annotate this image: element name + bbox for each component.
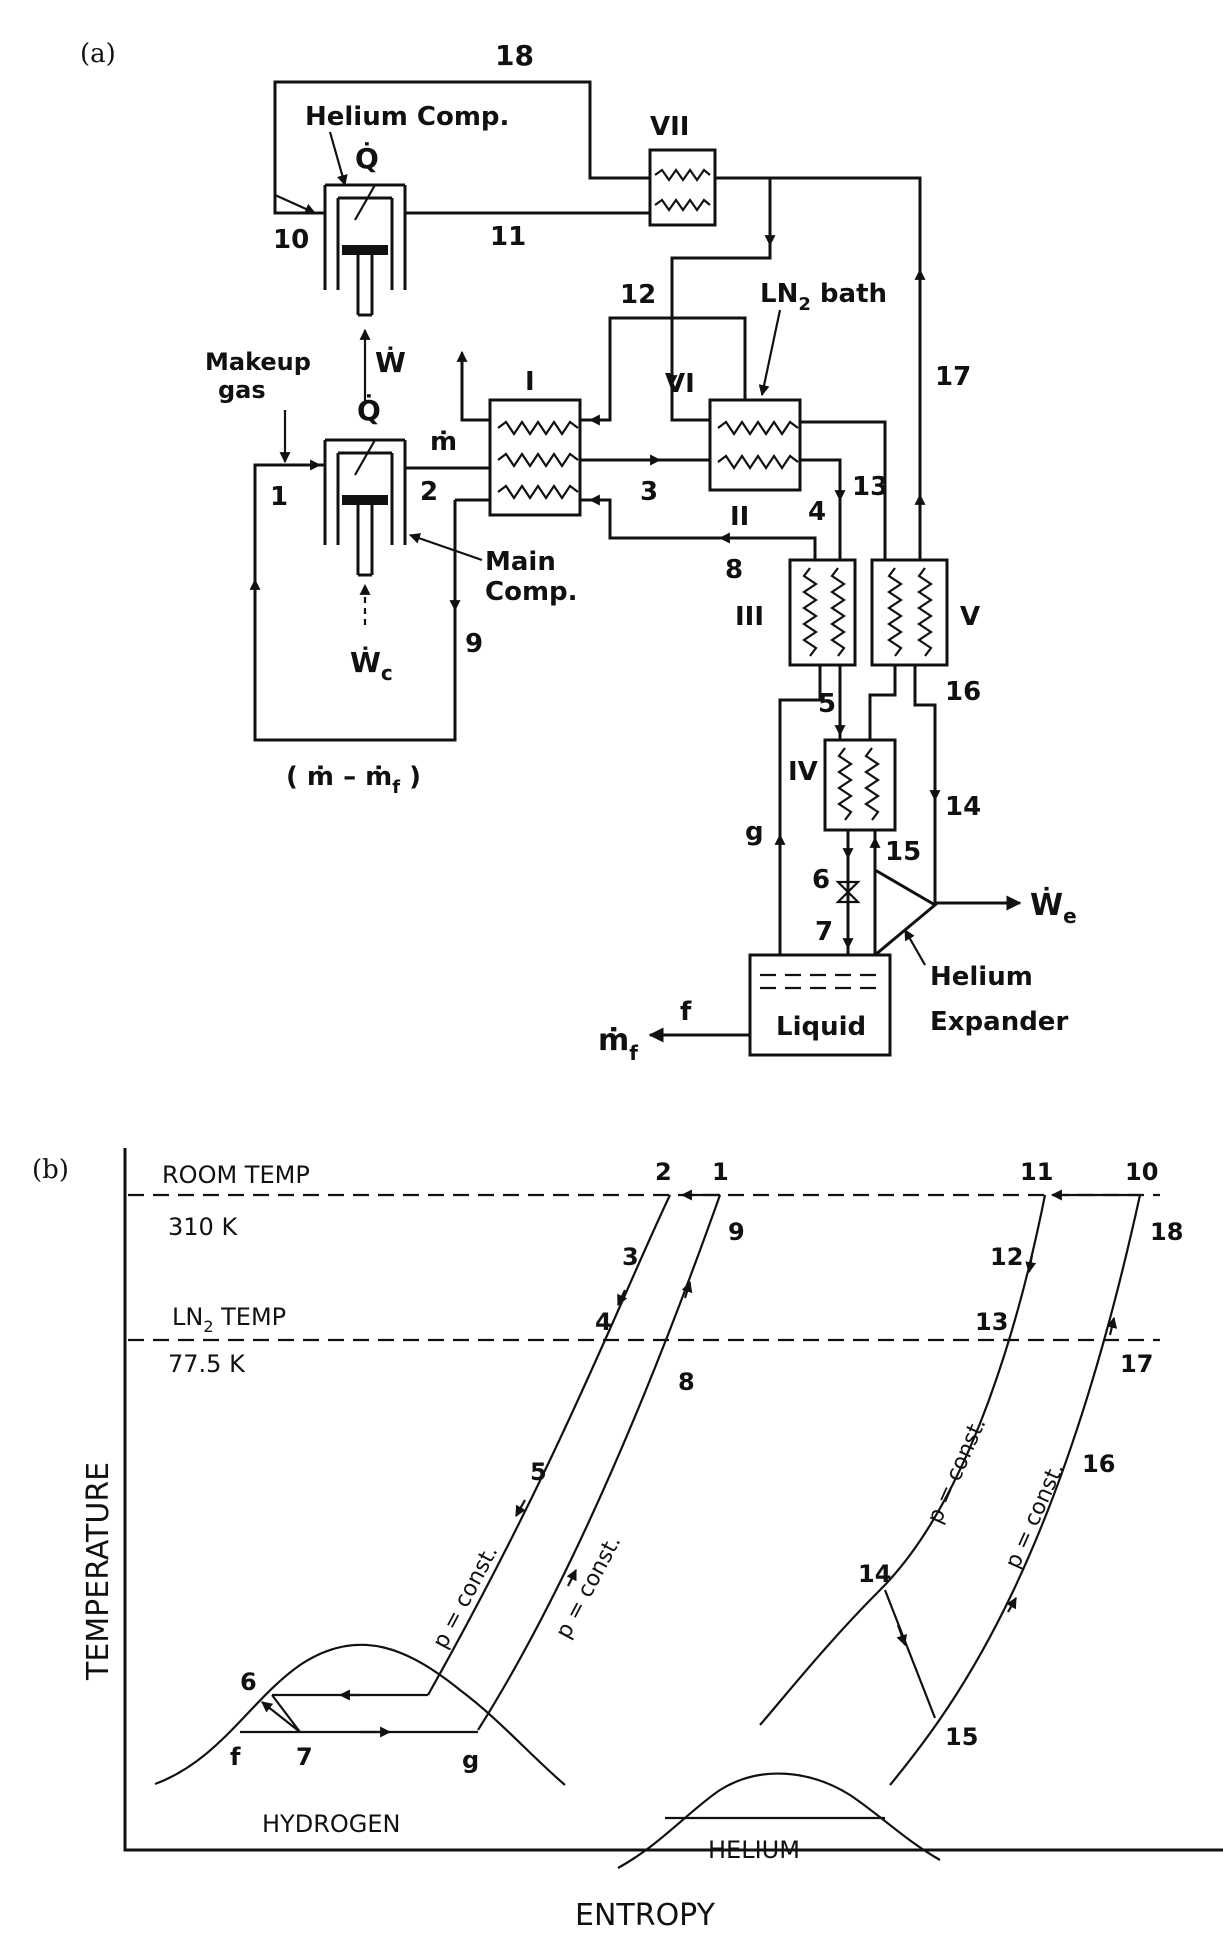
helium-dome <box>617 1772 941 1869</box>
label-helium-dome: HELIUM <box>708 1836 800 1864</box>
point-7: 7 <box>296 1743 313 1771</box>
state-9: 9 <box>465 629 483 659</box>
label-mf: ṁf <box>598 1023 638 1065</box>
point-g: g <box>462 1746 479 1774</box>
panel-b-label: (b) <box>32 1155 69 1185</box>
label-exchanger-V: V <box>960 602 980 632</box>
label-pconst-he-high: p = const. <box>923 1414 992 1527</box>
exchanger-IV <box>823 738 897 832</box>
label-hydrogen: HYDROGEN <box>262 1810 400 1838</box>
label-exchanger-I: I <box>525 367 535 397</box>
main-compressor <box>323 438 407 577</box>
label-f-stream: f <box>680 997 692 1027</box>
point-12: 12 <box>990 1243 1023 1271</box>
label-comp: Comp. <box>485 577 578 607</box>
he-low-pressure-curve <box>889 1194 1142 1786</box>
state-17: 17 <box>935 362 971 392</box>
point-1: 1 <box>712 1158 729 1186</box>
he-high-pressure-curve <box>759 1194 1047 1726</box>
point-17: 17 <box>1120 1350 1153 1378</box>
label-pconst-h2-high: p = const. <box>428 1541 503 1652</box>
point-6: 6 <box>240 1668 257 1696</box>
label-we: Ẇe <box>1030 887 1077 928</box>
exchanger-V <box>870 558 949 667</box>
point-13: 13 <box>975 1308 1008 1336</box>
state-11: 11 <box>490 222 526 252</box>
label-exchanger-II: II <box>730 502 749 532</box>
x-axis-label: ENTROPY <box>575 1898 716 1933</box>
label-gas: gas <box>218 376 266 404</box>
point-3: 3 <box>622 1243 639 1271</box>
state-12: 12 <box>620 280 656 310</box>
label-exchanger-IV: IV <box>788 757 818 787</box>
label-q-main: Q̇ <box>357 394 381 427</box>
point-9: 9 <box>728 1218 745 1246</box>
label-helium-comp: Helium Comp. <box>305 102 509 132</box>
label-w: Ẇ <box>375 345 406 379</box>
label-q-helium: Q̇ <box>355 142 379 175</box>
exchanger-VI <box>708 398 802 492</box>
point-18: 18 <box>1150 1218 1183 1246</box>
state-1: 1 <box>270 482 288 512</box>
h2-high-pressure-curve <box>427 1194 671 1696</box>
label-exchanger-VI: VI <box>665 369 695 399</box>
state-10: 10 <box>273 225 309 255</box>
point-4: 4 <box>595 1308 612 1336</box>
state-14: 14 <box>945 792 981 822</box>
state-7: 7 <box>815 917 833 947</box>
liquid-tank <box>748 953 892 1057</box>
label-exchanger-III: III <box>735 602 764 632</box>
helium-expander <box>873 867 938 959</box>
helium-compressor <box>323 183 407 317</box>
state-16: 16 <box>945 677 981 707</box>
h2-low-pressure-curve <box>477 1194 722 1731</box>
point-2: 2 <box>655 1158 672 1186</box>
axes <box>123 1148 1223 1852</box>
point-8: 8 <box>678 1368 695 1396</box>
state-g: g <box>745 817 764 847</box>
label-expander: Expander <box>930 1007 1068 1037</box>
point-11: 11 <box>1020 1158 1053 1186</box>
exchanger-VII <box>648 148 717 227</box>
state-8: 8 <box>725 555 743 585</box>
panel-a-label: (a) <box>80 39 116 69</box>
label-m-dot: ṁ <box>430 427 457 457</box>
state-4: 4 <box>808 497 826 527</box>
state-15: 15 <box>885 837 921 867</box>
point-5: 5 <box>530 1458 547 1486</box>
ln2-temp-label: LN2 TEMP <box>172 1303 286 1336</box>
label-wc: Ẇc <box>350 645 393 685</box>
label-pconst-he-low: p = const. <box>1001 1459 1070 1572</box>
label-helium: Helium <box>930 962 1033 992</box>
state-18: 18 <box>495 39 534 72</box>
point-14: 14 <box>858 1560 891 1588</box>
point-10: 10 <box>1125 1158 1158 1186</box>
y-axis-label: TEMPERATURE <box>81 1462 116 1681</box>
label-makeup: Makeup <box>205 348 311 376</box>
label-exchanger-VII: VII <box>650 112 689 142</box>
room-temp-label: ROOM TEMP <box>162 1161 310 1189</box>
label-pconst-h2-low: p = const. <box>551 1531 626 1642</box>
ln2-temp-value: 77.5 K <box>168 1350 246 1378</box>
label-ln2-bath: LN2 bath <box>760 279 887 315</box>
expansion-valve <box>835 880 861 904</box>
point-16: 16 <box>1082 1450 1115 1478</box>
point-f: f <box>230 1743 241 1771</box>
point-15: 15 <box>945 1723 978 1751</box>
state-2: 2 <box>420 477 438 507</box>
room-temp-value: 310 K <box>168 1213 238 1241</box>
hydrogen-dome <box>154 1643 566 1786</box>
state-13: 13 <box>852 472 888 502</box>
state-5: 5 <box>818 689 836 719</box>
label-flow-return: ( ṁ – ṁf ) <box>286 762 421 798</box>
label-main: Main <box>485 547 556 577</box>
exchanger-III <box>788 558 857 667</box>
label-liquid: Liquid <box>776 1012 866 1042</box>
state-6: 6 <box>812 865 830 895</box>
state-3: 3 <box>640 477 658 507</box>
